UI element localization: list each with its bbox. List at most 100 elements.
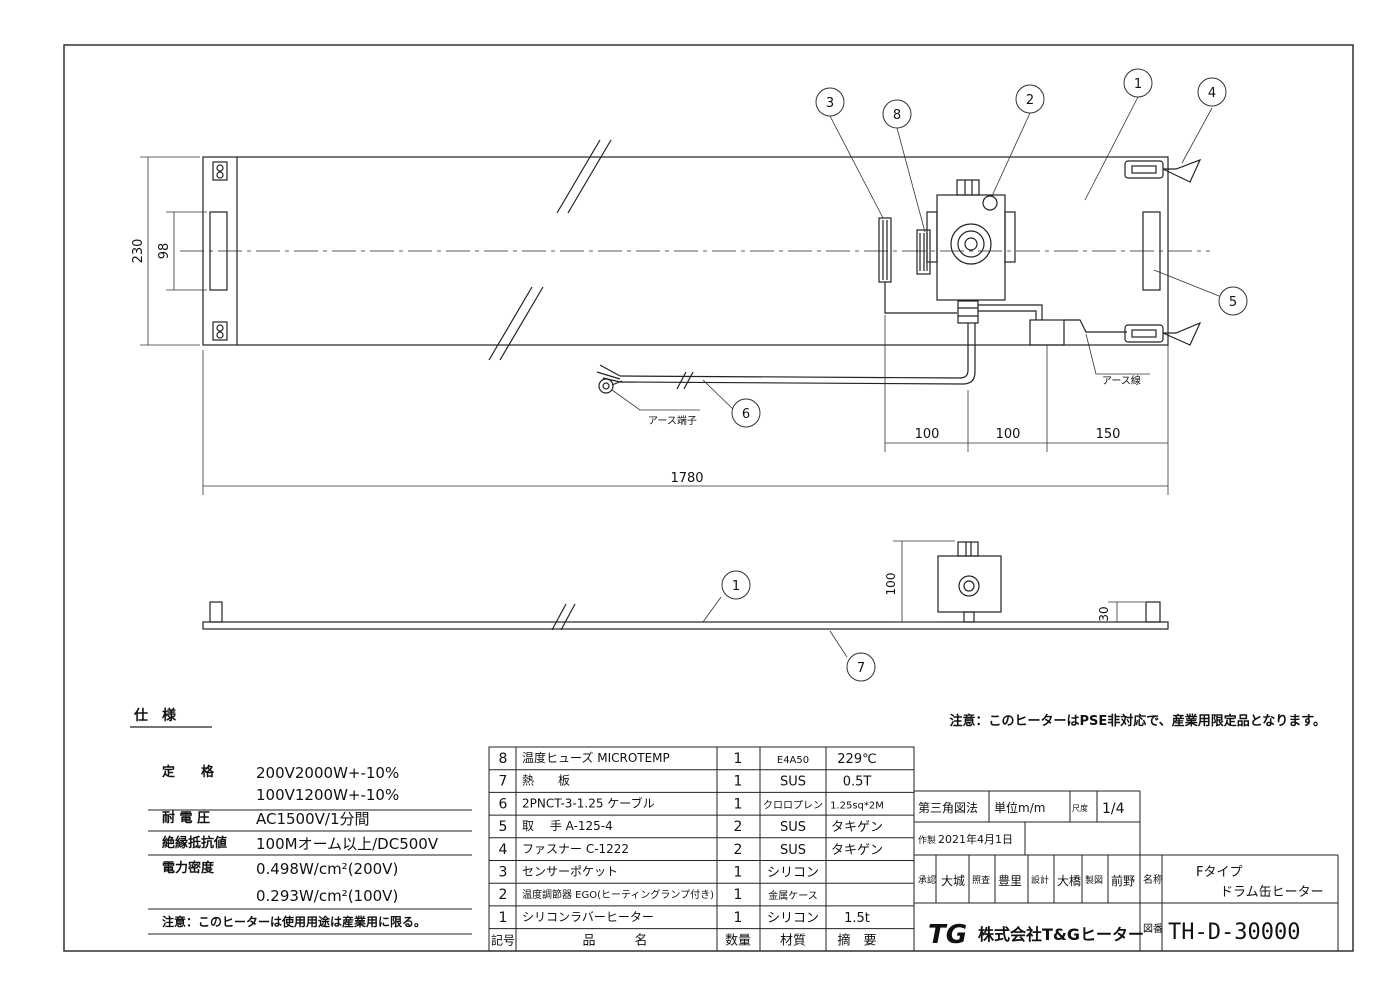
parts-header-no: 記号 <box>491 933 515 948</box>
design-label: 設計 <box>1031 874 1049 886</box>
dim-span-a: 100 <box>915 427 940 442</box>
earth-wire-label: アース線 <box>1102 374 1141 387</box>
callout-label: 5 <box>1229 295 1237 310</box>
callout-2 <box>1015 84 1045 114</box>
parts-row: 6 2PNCT-3-1.25 ケーブル 1 クロロプレン 1.25sq*2M <box>499 795 884 812</box>
product-name-line2: ドラム缶ヒーター <box>1220 885 1324 900</box>
power-cable <box>619 323 969 379</box>
date-value: 2021年4月1日 <box>938 832 1013 846</box>
part-no: 4 <box>499 842 508 858</box>
earth-terminal <box>598 378 614 394</box>
dim-height-overall: 230 <box>131 239 146 264</box>
callout-label: 1 <box>1134 77 1142 92</box>
company-name: 株式会社T&Gヒーター <box>978 925 1144 944</box>
part-no: 3 <box>499 865 508 881</box>
spec-value: 200V2000W+-10% <box>256 764 399 782</box>
part-note: タキゲン <box>831 843 883 858</box>
draw-value: 前野 <box>1111 873 1135 888</box>
dim-span-c: 150 <box>1096 427 1121 442</box>
callout-label: 8 <box>893 108 901 123</box>
callout-label: 3 <box>826 96 834 111</box>
approve-value: 大城 <box>941 874 965 888</box>
dim-window-height: 98 <box>157 243 172 260</box>
callout-label: 6 <box>742 407 750 422</box>
callout-3 <box>815 87 845 117</box>
part-no: 7 <box>499 774 508 790</box>
callout-label: 4 <box>1208 86 1216 101</box>
thermostat-box <box>936 194 1006 301</box>
callout-side-label: 7 <box>857 661 865 676</box>
check-label: 照査 <box>972 874 990 886</box>
junction-box <box>1029 319 1065 346</box>
earth-terminal-label: アース端子 <box>648 414 697 427</box>
part-qty: 2 <box>734 819 743 835</box>
window-right <box>1142 211 1161 291</box>
part-name: 取 手 A-125-4 <box>522 819 613 833</box>
part-no: 8 <box>499 751 508 767</box>
spec-label: 電力密度 <box>162 860 215 876</box>
parts-header-qty: 数量 <box>725 934 751 949</box>
part-qty: 1 <box>734 796 743 812</box>
drawing-number-label: 図番 <box>1143 923 1163 935</box>
part-material: クロロプレン <box>763 799 823 811</box>
part-name: 2PNCT-3-1.25 ケーブル <box>522 795 655 810</box>
top-view <box>180 139 1210 394</box>
part-material: シリコン <box>767 911 819 926</box>
part-qty: 2 <box>734 842 743 858</box>
dim-span-b: 100 <box>996 427 1021 442</box>
part-material: SUS <box>780 820 806 835</box>
part-name: 温度調節器 EGO(ヒーティングランプ付き) <box>522 888 714 901</box>
spec-note: 注意：このヒーターは使用用途は産業用に限る。 <box>162 914 426 929</box>
unit-label: 単位m/m <box>994 800 1045 815</box>
design-value: 大橋 <box>1057 874 1081 888</box>
scale-label: 尺度 <box>1072 803 1088 813</box>
heating-lamp <box>982 195 998 211</box>
spec-label: 絶縁抵抗値 <box>161 835 227 851</box>
part-no: 5 <box>499 819 508 835</box>
callout-side-group: 17 <box>721 570 876 682</box>
spec-value: 100V1200W+-10% <box>256 786 399 804</box>
callout-side-1 <box>721 570 751 600</box>
part-qty: 1 <box>734 865 743 881</box>
approve-label: 承認 <box>918 874 936 886</box>
name-label: 名称 <box>1143 873 1163 886</box>
part-material: E4A50 <box>777 755 809 766</box>
part-name: 温度ヒューズ MICROTEMP <box>522 750 670 765</box>
part-no: 6 <box>499 796 508 812</box>
part-note: 0.5T <box>843 775 872 790</box>
part-no: 1 <box>499 910 508 926</box>
part-material: シリコン <box>767 866 819 881</box>
part-qty: 1 <box>734 910 743 926</box>
callout-1 <box>1123 68 1153 98</box>
scale-value: 1/4 <box>1102 801 1125 817</box>
spec-title: 仕 様 <box>133 707 177 724</box>
part-note: 1.5t <box>844 911 870 926</box>
part-qty: 1 <box>734 751 743 767</box>
part-qty: 1 <box>734 774 743 790</box>
part-material: SUS <box>780 843 806 858</box>
callout-6 <box>731 398 761 428</box>
parts-header-note: 摘 要 <box>837 933 876 949</box>
dimensions-top <box>140 156 1169 495</box>
dim-side-height: 100 <box>884 573 898 596</box>
heater-plate-side <box>202 621 1169 630</box>
thermostat-dial <box>950 223 992 265</box>
part-name: 熱 板 <box>522 774 570 788</box>
part-material: 金属ケース <box>768 889 818 902</box>
part-note: 1.25sq*2M <box>830 800 884 811</box>
part-name: シリコンラバーヒーター <box>522 910 654 924</box>
thermostat-side <box>937 555 1002 613</box>
parts-row: 1 シリコンラバーヒーター 1 シリコン 1.5t <box>499 910 870 926</box>
fuse-holder <box>916 229 931 275</box>
dim-length-total: 1780 <box>670 471 703 486</box>
spec-label: 耐 電 圧 <box>162 810 210 826</box>
product-name-line1: Fタイプ <box>1196 865 1242 880</box>
parts-header-mat: 材質 <box>780 934 806 949</box>
